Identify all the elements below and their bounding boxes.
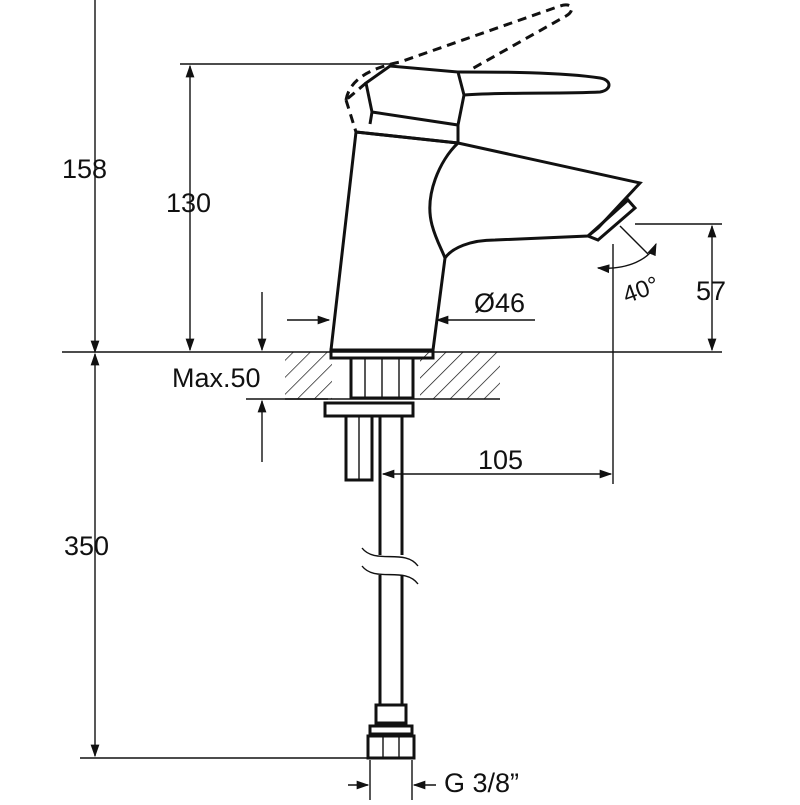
hose-nut-top xyxy=(368,724,414,736)
mounting-washer xyxy=(323,401,415,418)
countertop-hatch-right xyxy=(420,352,500,399)
dim-350-label: 350 xyxy=(64,531,109,561)
raised-lever-base xyxy=(344,99,358,133)
dim-max50-label: Max.50 xyxy=(172,363,261,393)
dim-thread: G 3/8” xyxy=(348,760,519,800)
dim-130-label: 130 xyxy=(166,188,211,218)
handle-cap xyxy=(364,64,466,127)
supply-hose xyxy=(361,416,419,760)
faucet-body xyxy=(329,130,643,360)
raised-lever-link xyxy=(345,81,367,102)
dim-46-label: Ø46 xyxy=(474,288,525,318)
dim-spout-angle: 40° xyxy=(596,225,663,309)
lever-raised-position xyxy=(344,3,574,133)
dim-max-mount: Max.50 xyxy=(172,292,328,462)
dim-lever-height: 130 xyxy=(166,63,392,352)
dim-thread-label: G 3/8” xyxy=(444,768,519,798)
mounting-hardware xyxy=(323,356,415,482)
handle-neck-left xyxy=(368,111,374,125)
countertop-hatch-left xyxy=(285,352,332,399)
hose-break-bottom xyxy=(361,565,419,585)
dim-hose-length: 350 xyxy=(64,352,368,759)
hose-break-top xyxy=(361,547,419,567)
dim-total-height: 158 xyxy=(62,0,107,354)
hose-nut xyxy=(366,734,416,760)
hose-ferrule xyxy=(374,703,408,725)
lever-handle xyxy=(364,64,611,143)
handle-lever xyxy=(457,70,611,97)
aerator xyxy=(585,197,638,242)
dim-spout-height: 57 xyxy=(635,223,726,352)
angle-arc xyxy=(596,242,657,274)
dim-57-label: 57 xyxy=(696,276,726,306)
dim-body-diameter: Ø46 xyxy=(287,288,535,325)
angle-ray xyxy=(619,225,649,255)
body-top-edge xyxy=(355,130,459,145)
countertop-section xyxy=(285,352,500,400)
dim-105-label: 105 xyxy=(478,445,523,475)
angle-label: 40° xyxy=(619,271,662,309)
raised-lever-outline xyxy=(344,3,574,101)
dim-158-label: 158 xyxy=(62,154,107,184)
dim-spout-reach: 105 xyxy=(381,244,614,484)
body-spout-junction xyxy=(428,141,460,259)
